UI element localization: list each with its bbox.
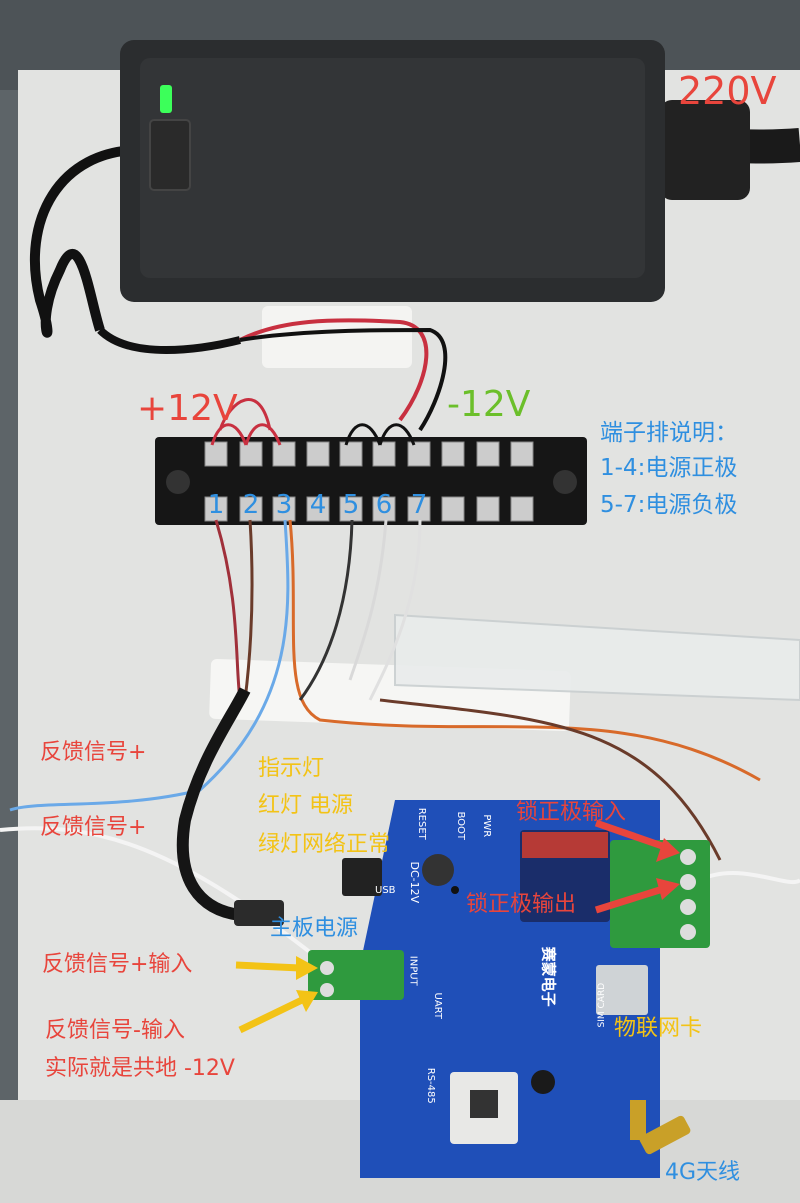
arrow-feedback-plus: [235, 961, 301, 972]
board-power-cable: [176, 687, 251, 921]
tape-top: [262, 306, 412, 368]
feedback-label-1: 反馈信号+: [40, 740, 147, 765]
pcb-input-label: INPUT: [407, 955, 419, 986]
board-power-label: 主板电源: [270, 916, 359, 941]
adapter-cable: [29, 145, 141, 338]
pcb-usb-label: USB: [375, 885, 396, 896]
terminal-legend-negative: 5-7:电源负极: [600, 492, 738, 518]
adapter-led: [160, 85, 172, 113]
dc-plug: [234, 900, 284, 926]
feedback-minus-input-label: 反馈信号-输入: [45, 1018, 185, 1043]
terminal-number-3: 3: [275, 490, 293, 520]
pcb-boot-label: BOOT: [455, 811, 467, 841]
minus12v-label: -12V: [447, 384, 531, 425]
feedback-label-2: 反馈信号+: [40, 815, 147, 840]
arrow-feedback-minus: [238, 996, 304, 1034]
terminal-number-2: 2: [242, 490, 260, 520]
pcb-uart-label: UART: [432, 992, 443, 1020]
adapter-cable-out: [97, 326, 241, 354]
pcb-brand-label: 赛蒙电子: [539, 946, 558, 1007]
iot-card-label: 物联网卡: [614, 1016, 703, 1041]
arrow-lock-in: [594, 819, 670, 852]
antenna-label: 4G天线: [665, 1160, 741, 1185]
indicator-red-note: 红灯 电源: [258, 793, 353, 818]
indicator-title: 指示灯: [258, 756, 325, 781]
terminal-legend-positive: 1-4:电源正极: [600, 455, 738, 481]
arrow-lock-out: [594, 884, 668, 914]
pcb-dc-jack-label: DC-12V: [408, 861, 422, 904]
pcb-rs485-label: RS-485: [424, 1067, 436, 1104]
capacitor: [422, 854, 454, 886]
terminal-number-6: 6: [375, 490, 393, 520]
terminal-screws: [204, 441, 534, 522]
lock-positive-output-label: 锁正极输出: [466, 892, 577, 917]
terminal-number-1: 1: [207, 490, 225, 520]
terminal-number-4: 4: [309, 490, 327, 520]
antenna-connector: [630, 1100, 646, 1140]
lock-positive-input-label: 锁正极输入: [516, 800, 627, 825]
lock-terminal: [610, 840, 710, 948]
pcb-pwr-label: PWR: [481, 814, 493, 838]
plus12v-label: +12V: [137, 388, 238, 429]
usb-port: [342, 858, 382, 896]
pcb-reset-label: RESET: [415, 807, 427, 840]
mains-voltage-label: 220V: [678, 69, 777, 113]
terminal-number-7: 7: [410, 490, 428, 520]
mains-plug: [660, 100, 750, 200]
sim-slot: [596, 965, 648, 1015]
pcb-sim-label: SIM CARD: [597, 982, 608, 1028]
terminal-legend-title: 端子排说明：: [600, 420, 738, 446]
common-ground-note: 实际就是共地 -12V: [45, 1056, 235, 1081]
terminal-number-5: 5: [342, 490, 360, 520]
indicator-green-note: 绿灯网络正常: [258, 832, 391, 857]
clear-ruler: [394, 613, 800, 702]
feedback-plus-input-label: 反馈信号+输入: [42, 952, 193, 977]
antenna-sma: [639, 1115, 691, 1155]
